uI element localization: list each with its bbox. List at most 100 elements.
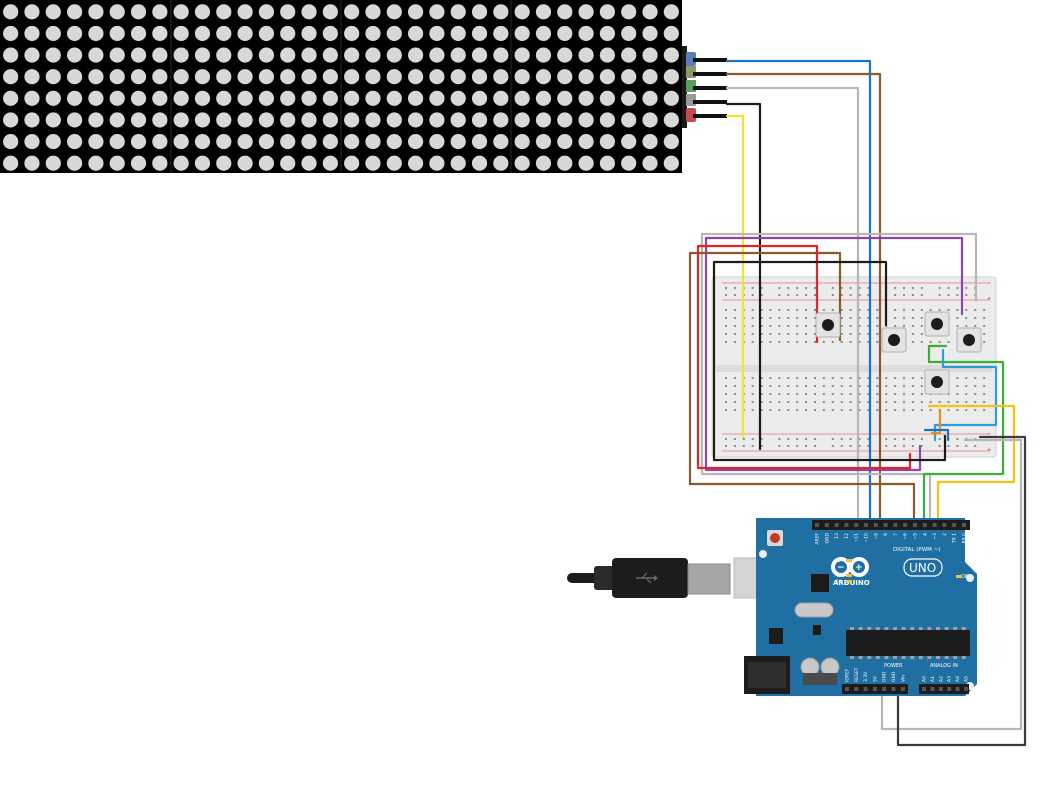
led-dot <box>471 69 488 85</box>
push-button[interactable] <box>924 311 950 337</box>
breadboard-hole <box>983 325 986 327</box>
led-dot <box>322 112 338 128</box>
power-pin[interactable] <box>854 687 859 691</box>
analog-pin[interactable] <box>922 687 926 691</box>
wire-gray-loop[interactable] <box>700 232 978 522</box>
wire-green[interactable] <box>922 344 1005 528</box>
wire-orange[interactable] <box>930 408 942 435</box>
digital-pin[interactable] <box>834 523 839 527</box>
analog-pin[interactable] <box>964 687 968 691</box>
breadboard-hole <box>849 409 852 411</box>
digital-pin[interactable] <box>883 523 888 527</box>
wire-gray[interactable] <box>725 86 860 528</box>
analog-pin[interactable] <box>947 687 952 691</box>
power-pin[interactable] <box>891 687 896 691</box>
uno-text: UNO <box>909 561 936 575</box>
rail-hole <box>760 287 763 289</box>
digital-pin[interactable] <box>824 523 829 527</box>
breadboard-hole <box>769 325 772 327</box>
rail-plus-label: + <box>987 296 991 303</box>
rail-hole <box>903 445 905 447</box>
led-dot <box>152 69 168 85</box>
breadboard-hole <box>751 385 754 387</box>
matrix-pin[interactable] <box>693 114 727 118</box>
led-dot <box>386 112 402 128</box>
breadboard-hole <box>769 409 772 411</box>
breadboard-hole <box>974 409 977 411</box>
breadboard-hole <box>911 333 914 335</box>
push-button[interactable] <box>956 327 982 353</box>
wire-purple-loop[interactable] <box>704 236 964 472</box>
led-dot <box>599 25 616 42</box>
chip-pin <box>953 627 958 630</box>
breadboard-hole <box>920 393 923 395</box>
push-button[interactable] <box>924 369 950 395</box>
push-button[interactable] <box>881 327 907 353</box>
breadboard-hole <box>956 409 959 411</box>
power-pin[interactable] <box>900 687 905 691</box>
rail-hole <box>796 294 799 296</box>
digital-pin[interactable] <box>952 523 957 527</box>
wire-gold[interactable] <box>927 404 1016 528</box>
digital-pin[interactable] <box>962 523 966 527</box>
breadboard-hole <box>894 385 897 387</box>
matrix-pin[interactable] <box>693 86 727 90</box>
breadboard-hole <box>965 409 968 411</box>
wire-blue[interactable] <box>725 59 872 528</box>
digital-pin[interactable] <box>854 523 859 527</box>
led-dot <box>152 155 168 171</box>
rail-hole <box>903 294 905 296</box>
wire-gray-gnd[interactable] <box>880 438 1023 731</box>
wire-black-loop[interactable] <box>712 260 947 462</box>
wire-black[interactable] <box>725 102 762 451</box>
breadboard-hole <box>760 401 763 403</box>
rail-hole <box>733 287 736 289</box>
rail-hole <box>858 438 861 440</box>
digital-pin[interactable] <box>873 523 878 527</box>
breadboard-hole <box>858 309 861 311</box>
digital-pin[interactable] <box>815 523 819 527</box>
matrix-pin[interactable] <box>693 100 727 104</box>
led-dot <box>301 4 317 20</box>
digital-pin[interactable] <box>922 523 927 527</box>
breadboard-hole <box>814 393 816 395</box>
digital-pin[interactable] <box>893 523 898 527</box>
wire-cyan[interactable] <box>933 348 998 442</box>
analog-pin[interactable] <box>930 687 935 691</box>
wire-blue-short[interactable] <box>923 428 950 442</box>
digital-pin[interactable] <box>864 523 868 527</box>
matrix-pin[interactable] <box>693 72 727 76</box>
analog-pin[interactable] <box>955 687 960 691</box>
matrix-pin[interactable] <box>693 58 727 62</box>
breadboard-hole <box>867 377 870 379</box>
breadboard-hole <box>814 401 816 403</box>
led-dot <box>386 90 402 106</box>
digital-pin[interactable] <box>903 523 908 527</box>
led-dot <box>130 112 147 128</box>
wire-yellow[interactable] <box>725 114 745 439</box>
wire-black-gnd[interactable] <box>896 435 1027 747</box>
analog-pin[interactable] <box>938 687 943 691</box>
led-dot <box>109 69 125 85</box>
power-pin[interactable] <box>845 687 849 691</box>
wire-brown-loop[interactable] <box>688 251 916 528</box>
digital-pin-label: ~11 <box>854 533 860 543</box>
breadboard-hole <box>885 377 888 379</box>
rail-hole <box>778 287 781 289</box>
rail-hole <box>778 294 781 296</box>
led-dot <box>301 112 317 128</box>
digital-pin[interactable] <box>942 523 947 527</box>
power-pin[interactable] <box>882 687 887 691</box>
digital-pin[interactable] <box>844 523 849 527</box>
digital-pin[interactable] <box>932 523 937 527</box>
push-button[interactable] <box>815 312 841 338</box>
led-dot <box>365 47 381 63</box>
led-dot <box>322 155 338 171</box>
power-pin[interactable] <box>863 687 868 691</box>
rail-hole <box>885 438 888 440</box>
power-pin[interactable] <box>872 687 877 691</box>
wire-brown[interactable] <box>725 72 882 528</box>
digital-pin[interactable] <box>913 523 917 527</box>
